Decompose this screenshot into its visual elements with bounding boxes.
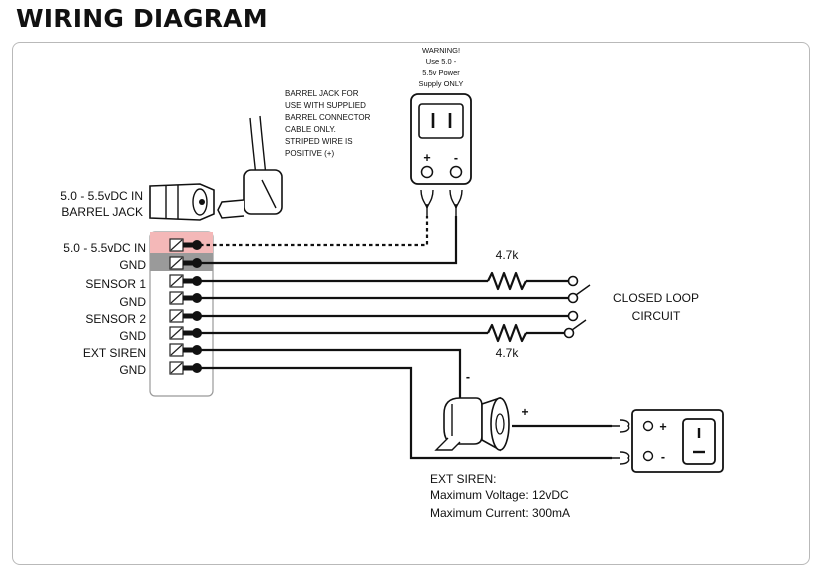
barrel-note-line: BARREL CONNECTOR — [285, 113, 371, 122]
siren-spec-title: EXT SIREN: — [430, 472, 496, 486]
terminal-label: SENSOR 2 — [85, 312, 146, 326]
barrel-cable — [217, 115, 283, 219]
battery-fork-terminals — [612, 419, 630, 465]
warning-line: Use 5.0 - — [426, 57, 457, 66]
siren-minus-label: - — [466, 370, 470, 384]
battery-plus-label: + — [659, 420, 666, 434]
terminal-screw — [169, 256, 202, 270]
siren-spec-current: Maximum Current: 300mA — [430, 506, 570, 520]
terminal-screw — [169, 238, 202, 252]
terminal-label: SENSOR 1 — [85, 277, 146, 291]
terminal-screw — [169, 309, 202, 323]
terminal-screw — [169, 326, 202, 340]
power-minus-label: - — [454, 151, 458, 165]
warning-line: Supply ONLY — [419, 79, 464, 88]
terminal-screw — [169, 343, 202, 357]
terminal-label: GND — [119, 258, 146, 272]
terminal-label: EXT SIREN — [83, 346, 146, 360]
battery-icon — [631, 409, 724, 473]
page-title: WIRING DIAGRAM — [16, 4, 268, 33]
siren-plus-label: + — [521, 405, 528, 419]
wires — [200, 216, 612, 460]
barrel-jack-label-1: 5.0 - 5.5vDC IN — [60, 189, 143, 203]
barrel-note-line: CABLE ONLY. — [285, 125, 336, 134]
terminal-screw — [169, 361, 202, 375]
resistor-bottom-label: 4.7k — [496, 346, 520, 360]
siren-icon — [434, 396, 510, 452]
power-supply — [410, 93, 472, 185]
terminal-labels: 5.0 - 5.5vDC IN GND SENSOR 1 GND SENSOR … — [63, 241, 146, 377]
barrel-note-line: POSITIVE (+) — [285, 149, 334, 158]
terminal-label: GND — [119, 329, 146, 343]
terminal-block — [149, 231, 214, 397]
warning-line: WARNING! — [422, 46, 460, 55]
closed-loop-label-2: CIRCUIT — [632, 309, 681, 323]
terminal-label: 5.0 - 5.5vDC IN — [63, 241, 146, 255]
power-plus-label: + — [423, 151, 430, 165]
warning-line: 5.5v Power — [422, 68, 460, 77]
power-fork-terminals — [420, 189, 463, 216]
barrel-note-line: BARREL JACK FOR — [285, 89, 359, 98]
barrel-note-line: USE WITH SUPPLIED — [285, 101, 366, 110]
terminal-label: GND — [119, 363, 146, 377]
barrel-note-line: STRIPED WIRE IS — [285, 137, 353, 146]
barrel-jack-label-2: BARREL JACK — [61, 205, 143, 219]
battery-minus-label: - — [661, 450, 665, 464]
power-supply-warning: WARNING! Use 5.0 - 5.5v Power Supply ONL… — [419, 46, 464, 88]
barrel-jack-socket — [149, 183, 215, 221]
terminal-screw — [169, 291, 202, 305]
closed-loop-label-1: CLOSED LOOP — [613, 291, 699, 305]
terminal-screw — [169, 274, 202, 288]
siren-spec-voltage: Maximum Voltage: 12vDC — [430, 488, 569, 502]
terminal-label: GND — [119, 295, 146, 309]
barrel-jack-note: BARREL JACK FOR USE WITH SUPPLIED BARREL… — [285, 89, 371, 158]
diagram-frame — [12, 42, 810, 565]
resistor-top-label: 4.7k — [496, 248, 520, 262]
